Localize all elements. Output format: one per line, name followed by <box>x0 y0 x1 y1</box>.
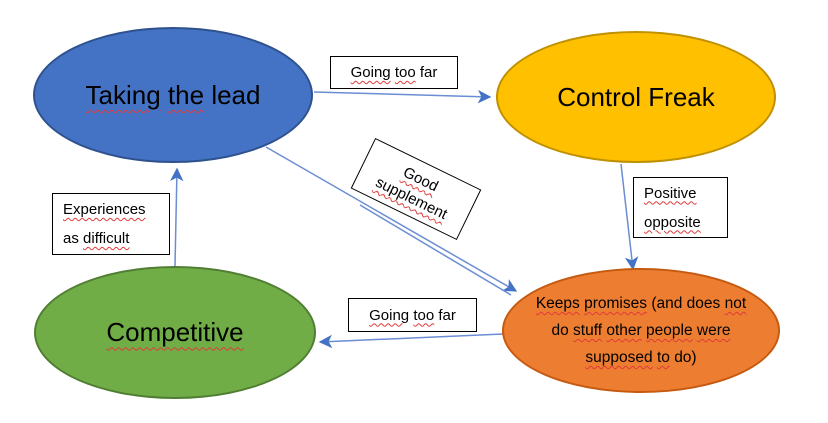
misspelled-word: Taking <box>85 79 161 110</box>
line-good-supplement-to-keeps-promises[interactable] <box>359 204 512 296</box>
label-positive-opposite-text: Positive opposite <box>644 179 701 237</box>
label-going-too-far-bottom-text: Going too far <box>369 307 456 324</box>
label-word: Freak <box>648 81 715 112</box>
misspelled-word: not <box>724 295 747 312</box>
node-competitive-label: Competitive <box>94 316 255 349</box>
label-box-experiences-as-difficult[interactable]: Experiences as difficult <box>52 193 170 255</box>
misspelled-word: Keeps <box>535 295 580 312</box>
label-experiences-as-difficult-text: Experiences as difficult <box>63 195 146 253</box>
node-control-freak[interactable]: Control Freak <box>496 31 776 163</box>
label-word: Control <box>557 81 642 112</box>
misspelled-word: to <box>656 349 670 366</box>
misspelled-word: too <box>413 306 435 324</box>
label-word: far <box>438 306 456 324</box>
misspelled-word: Going <box>369 306 410 324</box>
misspelled-word: supposed <box>585 349 653 366</box>
arrow-keeps-promises-to-competitive[interactable] <box>318 333 504 349</box>
label-box-positive-opposite[interactable]: Positive opposite <box>633 177 728 238</box>
arrow-control-freak-to-keeps-promises[interactable] <box>620 163 639 271</box>
node-keeps-promises-label: Keeps promises (and does not do stuff oth… <box>530 290 752 371</box>
node-control-freak-label: Control Freak <box>545 81 727 114</box>
label-word: (and <box>651 295 683 312</box>
misspelled-word: difficult <box>83 230 130 247</box>
misspelled-word: Competitive <box>106 317 244 348</box>
label-word: do) <box>674 349 697 366</box>
label-word: do <box>551 322 569 339</box>
label-box-going-too-far-bottom[interactable]: Going too far <box>348 298 477 332</box>
label-word: lead <box>211 79 261 110</box>
node-taking-the-lead-label: Taking the lead <box>74 79 273 112</box>
misspelled-word: opposite <box>644 213 701 231</box>
arrow-taking-lead-to-keeps-promises[interactable] <box>265 146 518 292</box>
misspelled-word: too <box>394 64 416 81</box>
label-word: far <box>419 64 438 81</box>
misspelled-word: people <box>646 322 693 339</box>
misspelled-word: Experiences <box>63 201 146 218</box>
label-word: as <box>63 230 79 247</box>
node-competitive[interactable]: Competitive <box>34 266 316 399</box>
misspelled-word: Going <box>350 64 391 81</box>
arrow-competitive-to-taking-lead[interactable] <box>170 167 184 267</box>
label-box-going-too-far-top[interactable]: Going too far <box>330 56 458 89</box>
misspelled-word: the <box>167 79 205 110</box>
arrow-taking-lead-to-control-freak[interactable] <box>313 89 492 104</box>
misspelled-word: Positive <box>644 184 697 202</box>
node-keeps-promises[interactable]: Keeps promises (and does not do stuff oth… <box>502 268 780 393</box>
misspelled-word: other <box>606 322 642 339</box>
label-word: does <box>686 295 721 312</box>
misspelled-word: stuff <box>573 322 603 339</box>
node-taking-the-lead[interactable]: Taking the lead <box>33 27 313 163</box>
misspelled-word: promises <box>584 295 647 312</box>
label-going-too-far-top-text: Going too far <box>351 64 438 81</box>
misspelled-word: were <box>696 322 731 339</box>
